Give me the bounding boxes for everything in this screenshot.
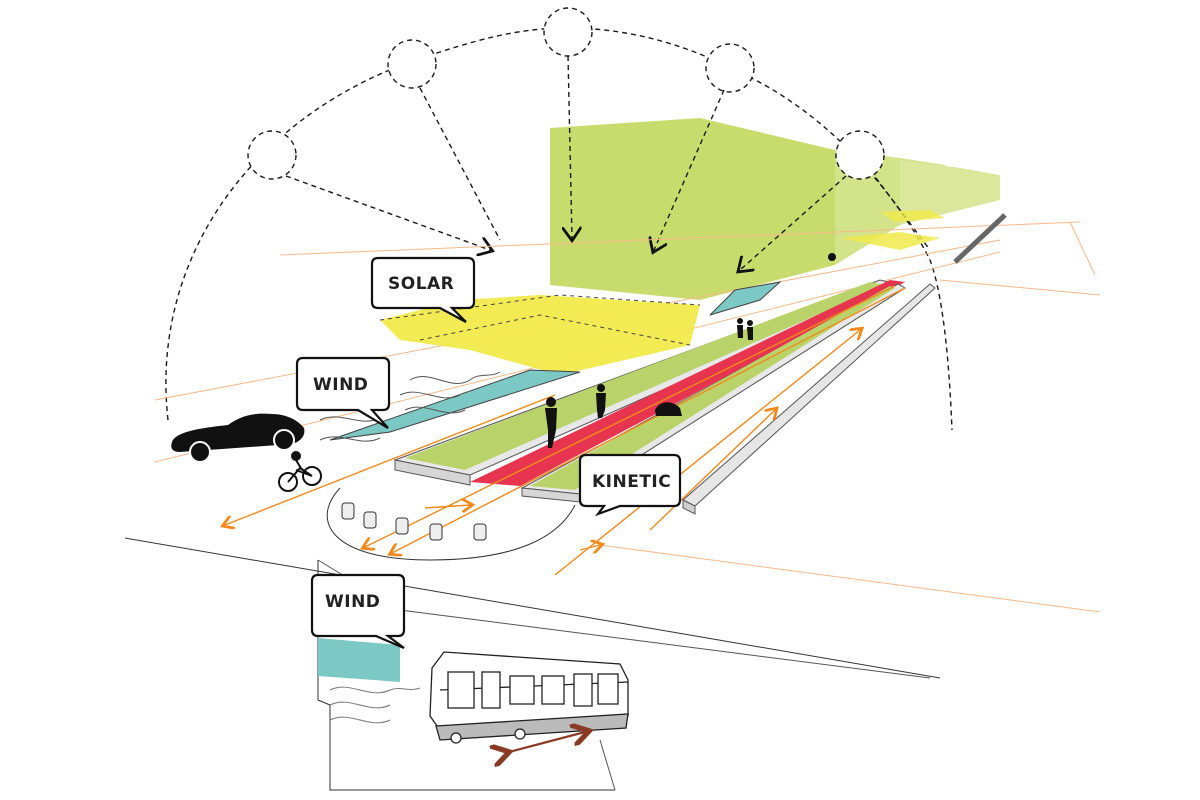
flow-arrows	[225, 285, 906, 576]
kinetic-label: KINETIC	[592, 472, 671, 492]
wind-street-label: WIND	[313, 375, 368, 395]
wind-channel	[329, 281, 782, 441]
pedestrian-icon	[545, 253, 836, 448]
subway-train-icon	[429, 651, 629, 744]
solar-callout: SOLAR	[370, 256, 476, 323]
train-motion-arrow	[505, 732, 585, 753]
wind-subway-label: WIND	[325, 592, 380, 612]
plaza	[326, 487, 576, 561]
kinetic-callout: KINETIC	[578, 453, 682, 517]
solar-label: SOLAR	[388, 274, 454, 294]
linear-park	[393, 213, 1007, 515]
green-building-volume	[550, 118, 1000, 300]
wind-subway-callout: WIND	[310, 573, 406, 650]
car-icon	[171, 413, 305, 463]
sun-path-icon	[165, 7, 953, 431]
wind-street-callout: WIND	[295, 356, 391, 429]
cyclist-icon	[278, 451, 322, 492]
